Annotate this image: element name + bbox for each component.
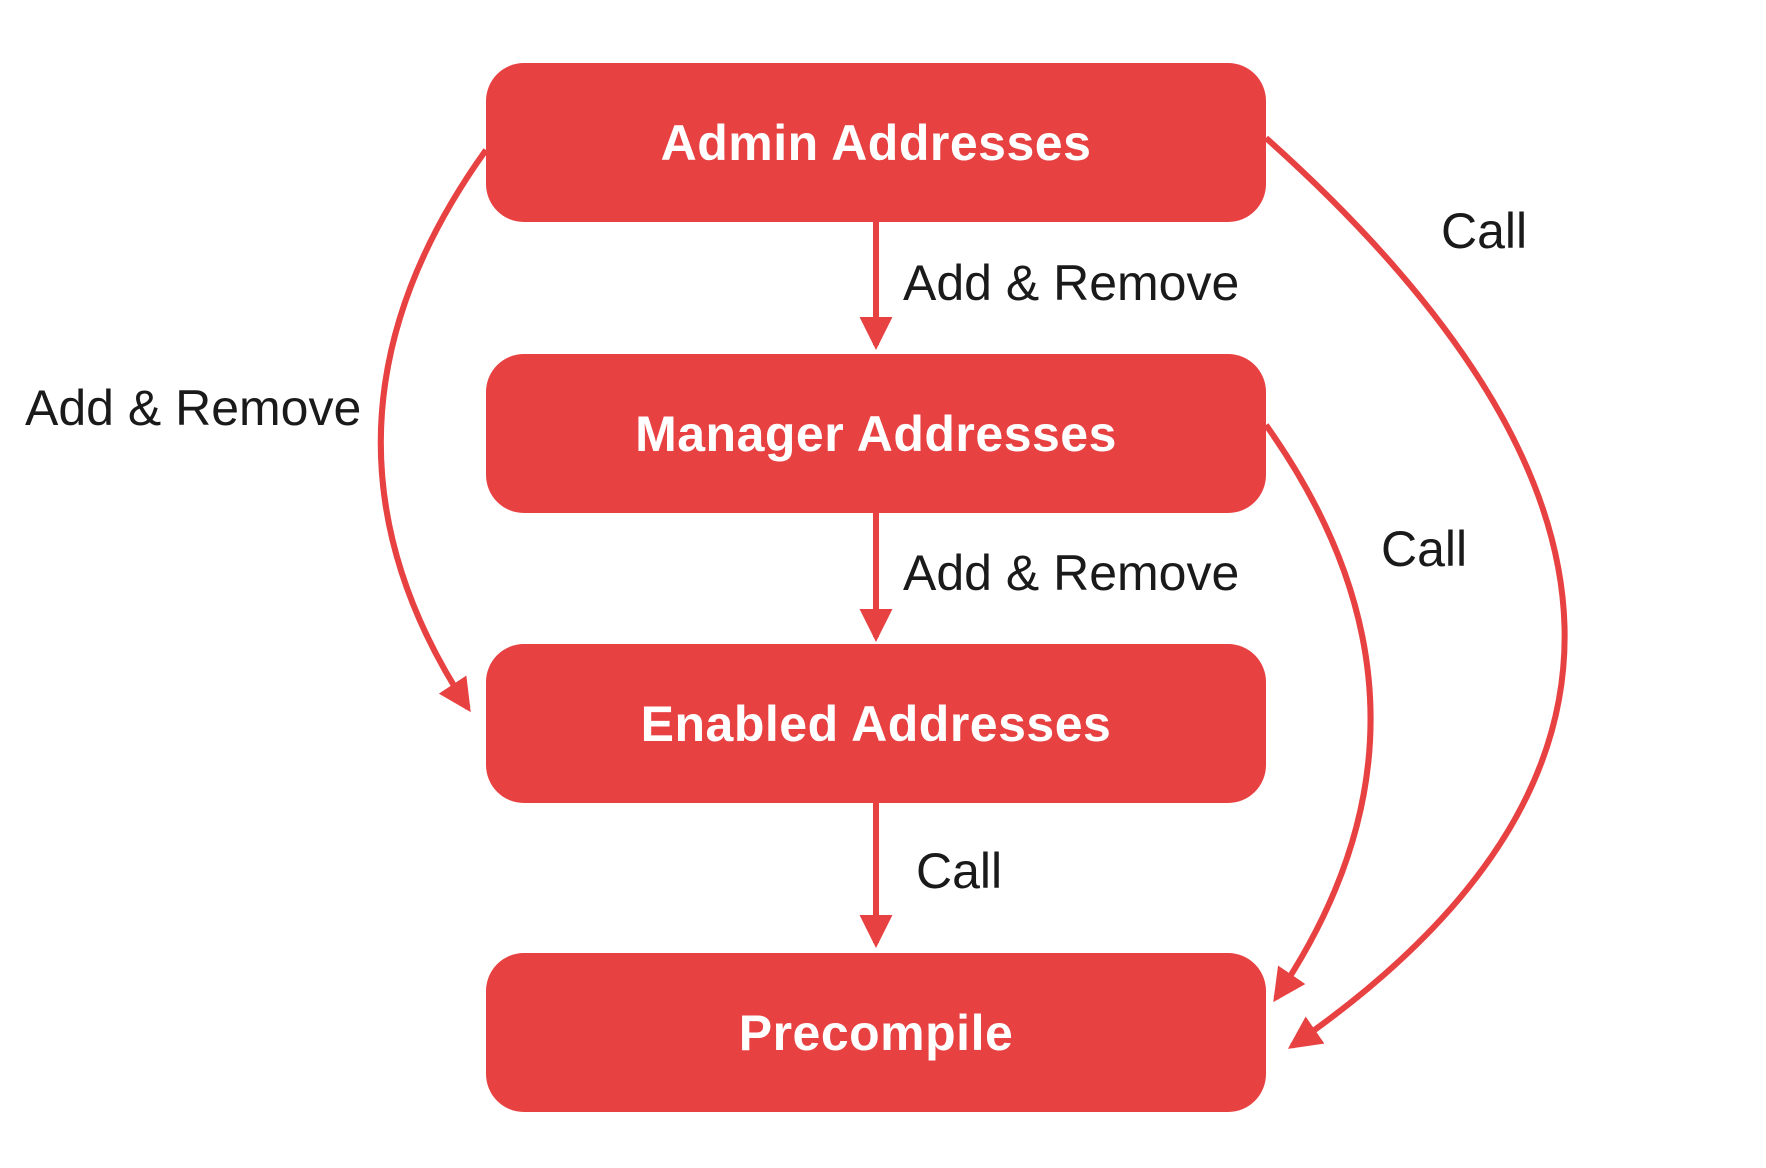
- edge-admin-to-precompile: [1263, 135, 1568, 1049]
- edge-label-admin-to-enabled: Add & Remove: [25, 380, 362, 436]
- node-precompile-label: Precompile: [738, 1004, 1014, 1061]
- edge-manager-to-precompile: [1263, 423, 1374, 1003]
- edge-label-admin-to-manager: Add & Remove: [903, 255, 1240, 311]
- node-admin-addresses: Admin Addresses: [486, 63, 1266, 222]
- node-admin-addresses-label: Admin Addresses: [660, 114, 1092, 171]
- edge-label-enabled-to-precompile: Call: [916, 843, 1003, 899]
- node-manager-addresses: Manager Addresses: [486, 354, 1266, 513]
- node-enabled-addresses-label: Enabled Addresses: [640, 695, 1112, 752]
- node-enabled-addresses: Enabled Addresses: [486, 644, 1266, 803]
- edge-label-admin-to-precompile: Call: [1441, 203, 1528, 259]
- edge-label-manager-to-precompile: Call: [1381, 521, 1468, 577]
- node-manager-addresses-label: Manager Addresses: [635, 405, 1117, 462]
- node-precompile: Precompile: [486, 953, 1266, 1112]
- edge-admin-to-enabled: [377, 148, 489, 713]
- edge-label-manager-to-enabled: Add & Remove: [903, 545, 1240, 601]
